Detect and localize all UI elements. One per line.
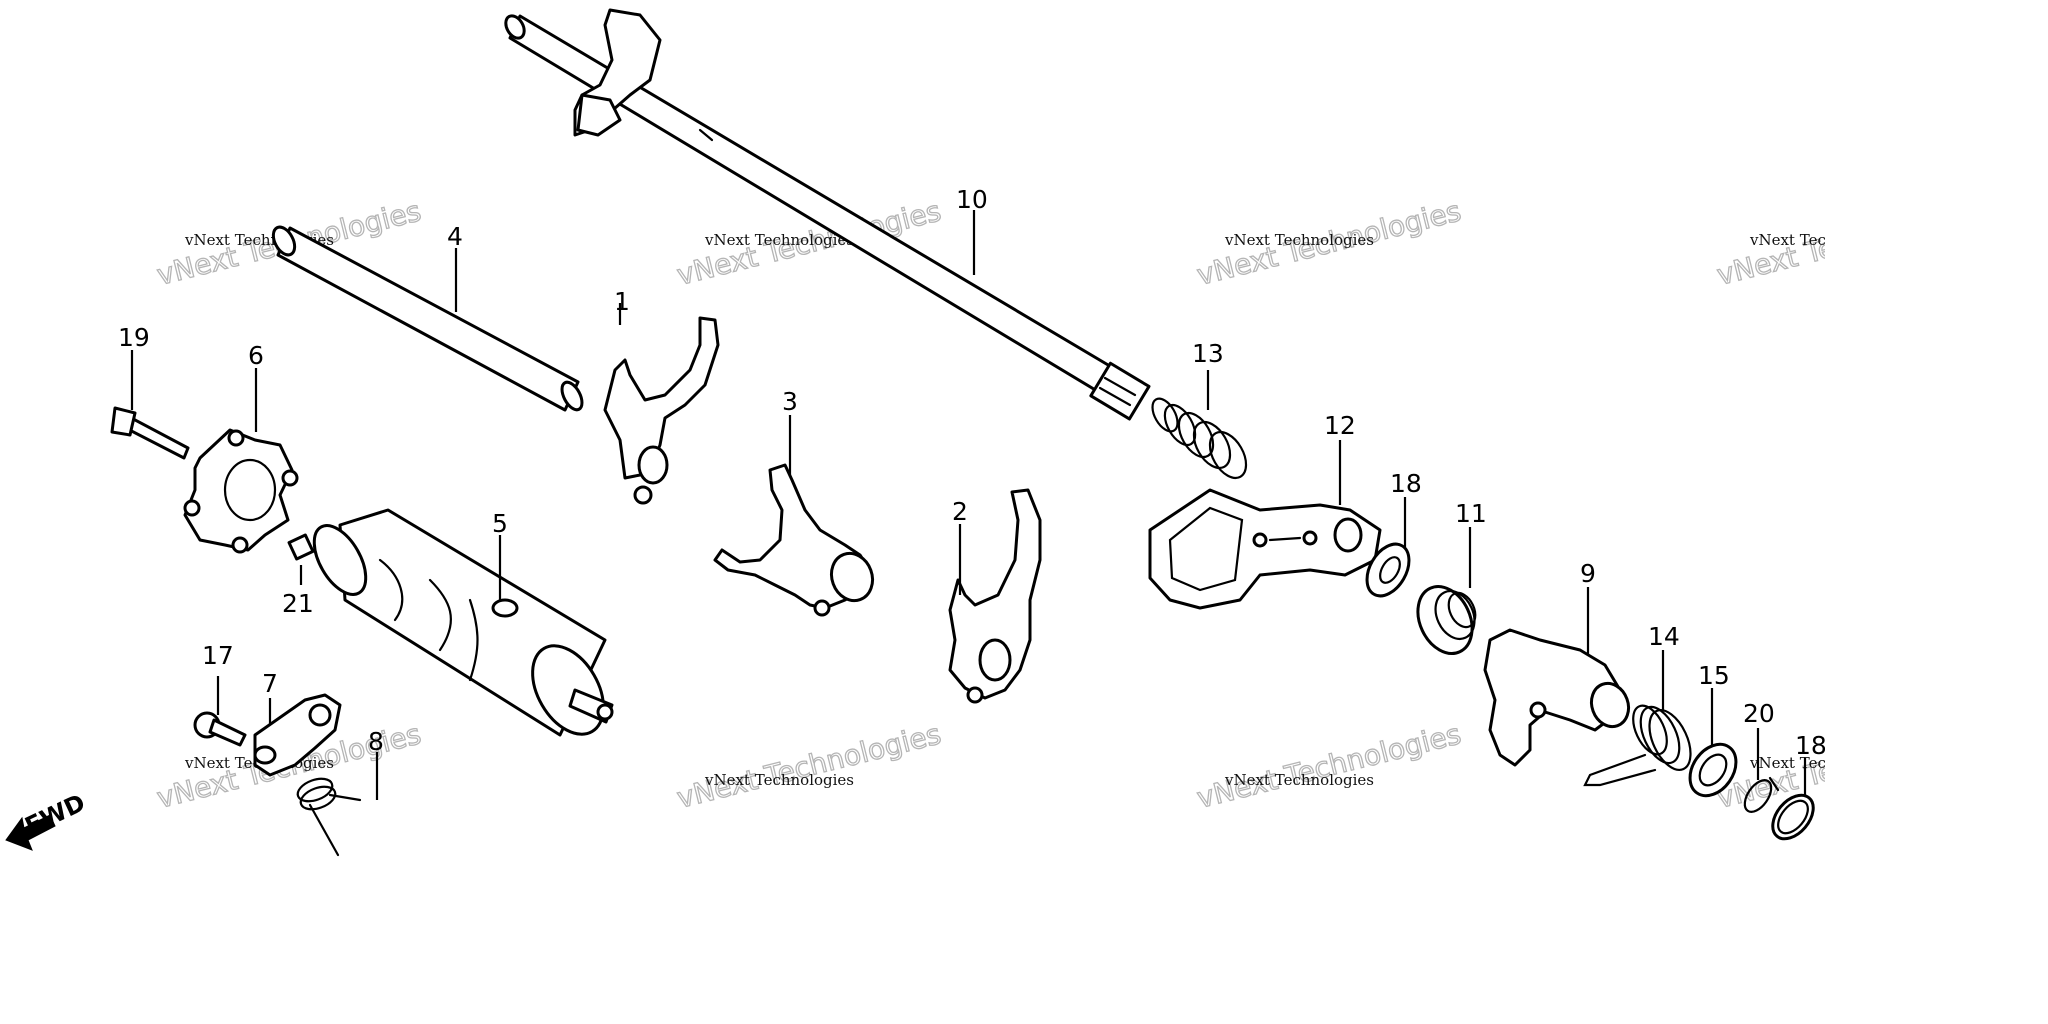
fwd-arrow: FWD bbox=[5, 789, 90, 851]
callout-18: 18 bbox=[1390, 469, 1422, 498]
watermark-text: vNext Technologies bbox=[1749, 231, 1899, 249]
part-19-bolt bbox=[110, 406, 190, 460]
callout-2: 2 bbox=[952, 497, 968, 526]
part-8-stopper-spring bbox=[296, 777, 362, 857]
watermark-7: vNext Technologies vNext Technologies bbox=[1193, 717, 1465, 816]
watermark-3: vNext Technologies vNext Technologies bbox=[1193, 194, 1465, 293]
callout-17: 15 bbox=[1698, 661, 1730, 690]
callout-13: 13 bbox=[1192, 339, 1224, 368]
callout-21: 21 bbox=[282, 589, 314, 618]
callout-8: 8 bbox=[368, 727, 384, 756]
part-5-shift-drum bbox=[312, 508, 614, 737]
part-18-washer bbox=[1365, 542, 1411, 598]
callout-7: 7 bbox=[262, 669, 278, 698]
part-17-washer bbox=[1688, 742, 1738, 798]
watermark-text: vNext Technologies bbox=[704, 771, 854, 789]
part-21-dowel-pin bbox=[287, 533, 315, 561]
watermark-logo-text: vNext Technologies bbox=[674, 717, 945, 814]
part-9-gearshift-arm bbox=[1483, 628, 1631, 767]
callout-15: 17 bbox=[202, 641, 234, 670]
callout-1: 1 bbox=[614, 287, 630, 316]
callout-11: 11 bbox=[1455, 499, 1487, 528]
watermark-logo-text: vNext Technologies bbox=[1194, 717, 1465, 814]
watermark-6: vNext Technologies vNext Technologies bbox=[673, 717, 945, 816]
part-3-shift-fork bbox=[713, 463, 875, 617]
part-18-circlip bbox=[1771, 793, 1815, 841]
callout-20: 20 bbox=[1743, 699, 1775, 728]
part-20-snap-ring bbox=[1743, 776, 1780, 813]
part-1-shift-fork bbox=[603, 316, 720, 505]
part-6-drum-stopper-plate bbox=[183, 428, 299, 554]
part-7-stopper-arm bbox=[253, 693, 342, 777]
fwd-label: FWD bbox=[21, 789, 90, 841]
callout-19: 19 bbox=[118, 323, 150, 352]
callout-18b: 18 bbox=[1795, 731, 1827, 760]
callout-5: 5 bbox=[492, 509, 508, 538]
callout-12: 12 bbox=[1324, 411, 1356, 440]
part-13-spring bbox=[1151, 397, 1248, 480]
right-blank-area bbox=[1825, 0, 2048, 1024]
watermark-text: vNext Technologies bbox=[1224, 771, 1374, 789]
part-4-shift-fork-shaft bbox=[271, 225, 584, 412]
watermark-text: vNext Technologies bbox=[704, 231, 854, 249]
part-14-return-spring bbox=[1583, 704, 1692, 787]
part-10-gearshift-spindle bbox=[504, 8, 1151, 421]
part-12-gearshift-plate bbox=[1148, 488, 1382, 610]
callout-10: 10 bbox=[956, 185, 988, 214]
callout-4: 4 bbox=[447, 222, 463, 251]
part-11-collar bbox=[1416, 585, 1477, 655]
callout-6: 6 bbox=[248, 341, 264, 370]
callout-3: 3 bbox=[782, 387, 798, 416]
callout-9: 9 bbox=[1580, 559, 1596, 588]
watermark-text: vNext Technologies bbox=[1224, 231, 1374, 249]
callout-14: 14 bbox=[1648, 622, 1680, 651]
part-15-bolt bbox=[193, 711, 247, 747]
part-2-shift-fork bbox=[948, 488, 1042, 704]
